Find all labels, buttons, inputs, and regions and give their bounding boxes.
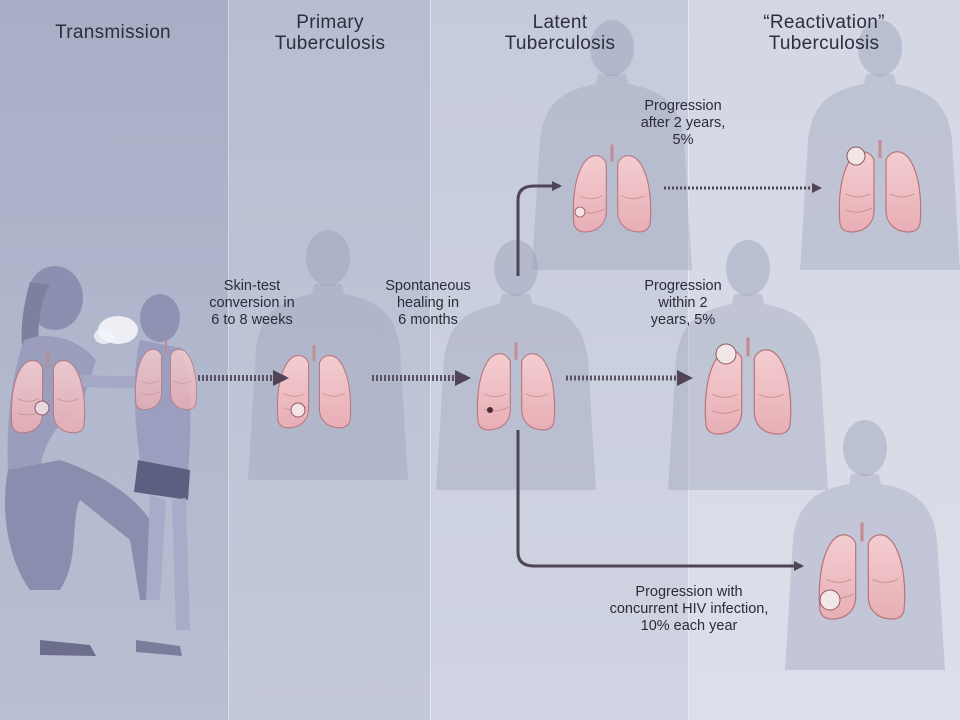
column-title-primary: Primary Tuberculosis (274, 12, 386, 54)
column-title-reactivation: “Reactivation” Tuberculosis (763, 12, 885, 54)
label-progression-within: Progression within 2 years, 5% (644, 278, 722, 328)
column-title-latent: Latent Tuberculosis (504, 12, 616, 54)
label-progression-hiv: Progression with concurrent HIV infectio… (609, 584, 769, 634)
band-divider (430, 0, 431, 720)
column-title-transmission: Transmission (55, 22, 171, 43)
label-skin-test: Skin-test conversion in 6 to 8 weeks (209, 278, 295, 328)
band-divider (228, 0, 229, 720)
latent-up-arrow (516, 181, 562, 276)
label-progression-after: Progression after 2 years, 5% (640, 98, 726, 148)
label-spontaneous-healing: Spontaneous healing in 6 months (385, 278, 471, 328)
child-figure (134, 294, 191, 656)
adult-figure (4, 266, 161, 656)
hiv-progression-arrow (516, 430, 804, 571)
